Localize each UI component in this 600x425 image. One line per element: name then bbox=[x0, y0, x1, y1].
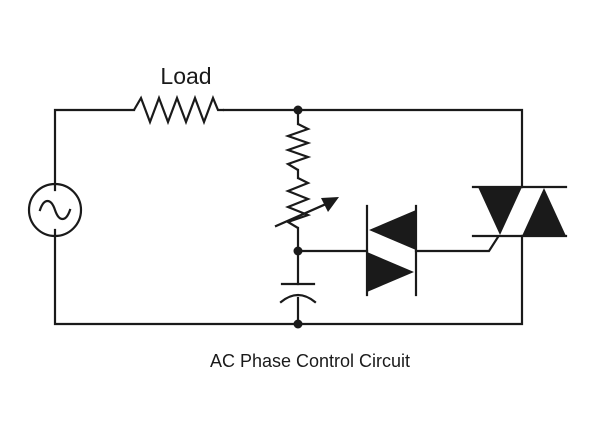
capacitor-icon bbox=[279, 282, 317, 304]
load-label: Load bbox=[160, 63, 211, 89]
junction-dots bbox=[293, 105, 303, 329]
fixed-resistor-icon bbox=[284, 123, 312, 171]
junction-middle bbox=[293, 246, 303, 256]
triac-icon bbox=[471, 185, 568, 238]
diac-icon bbox=[365, 204, 418, 297]
potentiometer-icon bbox=[274, 177, 339, 229]
junction-bottom bbox=[293, 319, 303, 329]
circuit-wires bbox=[53, 108, 524, 326]
wire-top-right bbox=[222, 108, 524, 189]
load-resistor-icon bbox=[133, 94, 224, 126]
diagram-caption: AC Phase Control Circuit bbox=[210, 351, 410, 371]
wire-to-triac-gate bbox=[414, 235, 500, 253]
junction-top bbox=[293, 105, 303, 115]
wire-bottom-rail bbox=[53, 228, 524, 326]
wire-top-left bbox=[53, 108, 136, 192]
ac-source-icon bbox=[27, 182, 83, 238]
